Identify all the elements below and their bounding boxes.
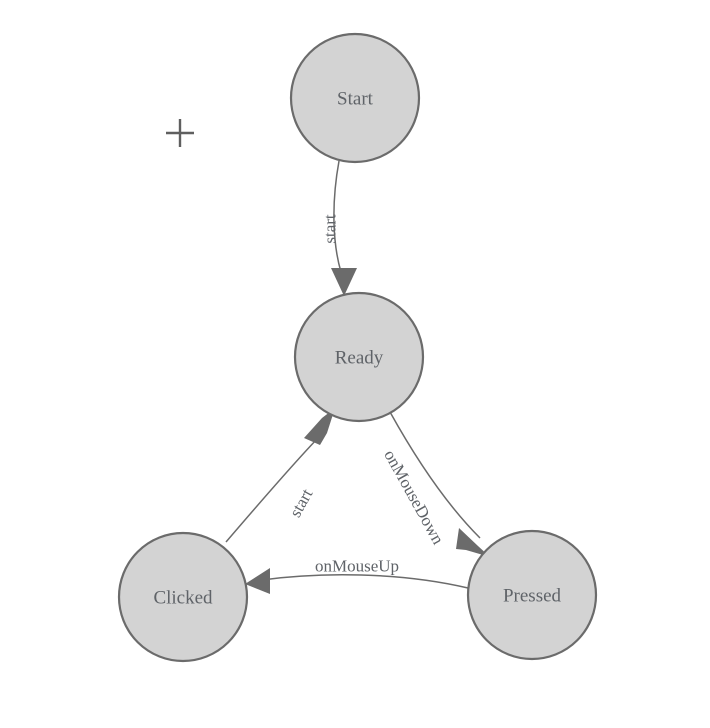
edge-label-pressed-to-clicked: onMouseUp: [315, 557, 399, 576]
arrowhead-pressed-to-clicked: [245, 568, 270, 594]
edge-ready-to-pressed[interactable]: onMouseDown: [380, 411, 490, 557]
arrowhead-clicked-to-ready: [304, 408, 335, 445]
node-circle-start[interactable]: [289, 32, 421, 164]
edge-start-to-ready[interactable]: start: [321, 160, 358, 296]
node-circle-clicked[interactable]: [117, 531, 249, 663]
node-label-start: Start: [337, 89, 374, 110]
node-start[interactable]: Start: [289, 32, 421, 164]
node-circle-ready[interactable]: [293, 291, 425, 423]
node-ready[interactable]: Ready: [293, 291, 425, 423]
node-label-ready: Ready: [335, 348, 384, 369]
edge-label-start-to-ready: start: [321, 214, 340, 244]
edge-pressed-to-clicked[interactable]: onMouseUp: [245, 557, 469, 595]
edge-label-clicked-to-ready: start: [286, 485, 317, 520]
edge-line-start-to-ready[interactable]: [333, 160, 342, 273]
edge-line-pressed-to-clicked[interactable]: [261, 574, 469, 589]
node-clicked[interactable]: Clicked: [117, 531, 249, 663]
arrowhead-start-to-ready: [331, 268, 357, 296]
edge-clicked-to-ready[interactable]: start: [225, 408, 335, 543]
edge-line-ready-to-pressed[interactable]: [389, 411, 481, 539]
arrowhead-ready-to-pressed: [456, 528, 490, 557]
node-label-clicked: Clicked: [153, 588, 213, 609]
node-pressed[interactable]: Pressed: [466, 529, 598, 661]
edge-label-ready-to-pressed: onMouseDown: [380, 447, 448, 548]
node-circle-pressed[interactable]: [466, 529, 598, 661]
node-label-pressed: Pressed: [503, 586, 562, 607]
edge-line-clicked-to-ready[interactable]: [225, 437, 319, 543]
crosshair-icon: [166, 119, 194, 147]
